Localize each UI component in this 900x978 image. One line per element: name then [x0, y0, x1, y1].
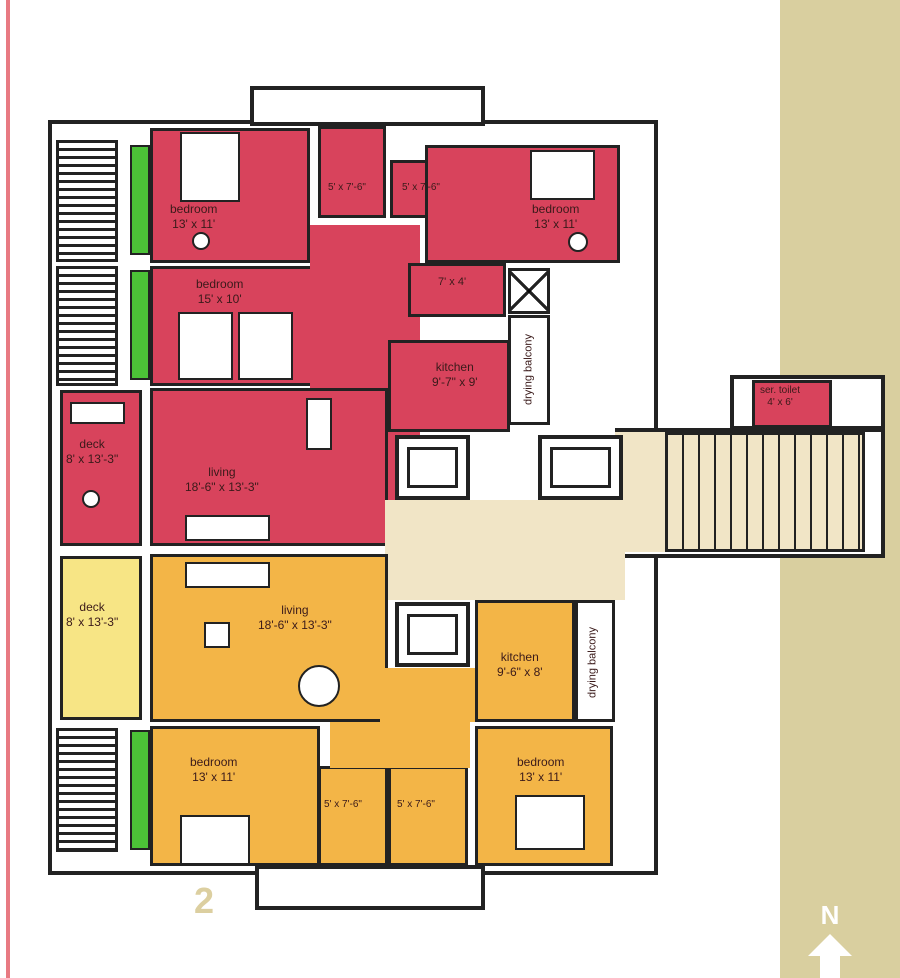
- bed: [515, 795, 585, 850]
- room-service-toilet: [752, 380, 832, 428]
- room-size: 9'-7" x 9': [432, 375, 478, 389]
- label-bath-upper-2: 5' x 7'-6": [402, 182, 440, 193]
- top-projection: [250, 86, 485, 126]
- dining-table: [298, 665, 340, 707]
- room-size: 8' x 13'-3": [66, 615, 119, 629]
- room-name: kitchen: [500, 650, 539, 664]
- balcony-top: [56, 140, 118, 262]
- sofa: [185, 562, 270, 588]
- staircase: [665, 432, 865, 552]
- room-name: living: [208, 465, 236, 479]
- room-deck-lower: [60, 556, 142, 720]
- bottom-projection: [255, 865, 485, 910]
- room-toilet-upper: [408, 263, 506, 317]
- duct: [508, 268, 550, 314]
- planter: [130, 730, 150, 850]
- bed: [180, 132, 240, 202]
- room-size: 9'-6" x 8': [497, 665, 543, 679]
- room-bath-lower-2: [388, 766, 468, 866]
- room-size: 13' x 11': [534, 217, 578, 231]
- bed: [238, 312, 293, 380]
- stool: [192, 232, 210, 250]
- stool: [82, 490, 100, 508]
- room-size: 18'-6" x 13'-3": [258, 618, 332, 632]
- room-size: 13' x 11': [172, 217, 216, 231]
- room-kitchen-lower: [475, 600, 575, 722]
- balcony-bottom: [56, 728, 118, 852]
- room-size: 8' x 13'-3": [66, 452, 119, 466]
- room-name: bedroom: [196, 277, 244, 291]
- planter: [130, 270, 150, 380]
- lower-corridor: [330, 722, 470, 768]
- room-bath-upper-1: [318, 126, 386, 218]
- room-name: kitchen: [435, 360, 474, 374]
- north-label: N: [820, 900, 840, 930]
- room-bath-lower-1: [318, 766, 388, 866]
- lift-1: [395, 435, 470, 500]
- room-name: living: [281, 603, 309, 617]
- label-bath-upper-1: 5' x 7'-6": [328, 182, 366, 193]
- sofa: [185, 515, 270, 541]
- room-name: bedroom: [170, 202, 218, 216]
- room-name: bedroom: [517, 755, 565, 769]
- room-name: ser. toilet: [760, 385, 801, 396]
- deck-seat: [70, 402, 125, 424]
- label-bath-lower-1: 5' x 7'-6": [324, 799, 362, 810]
- lift-3: [395, 602, 470, 667]
- landing: [615, 432, 665, 552]
- room-size: 13' x 11': [519, 770, 563, 784]
- coffee-table: [204, 622, 230, 648]
- room-size: 4' x 6': [767, 397, 793, 408]
- room-size: 13' x 11': [192, 770, 236, 784]
- room-name: bedroom: [190, 755, 238, 769]
- page-edge: [6, 0, 10, 978]
- label-drying-balcony-upper: drying balcony: [522, 334, 535, 405]
- room-size: 18'-6" x 13'-3": [185, 480, 259, 494]
- stool: [568, 232, 588, 252]
- label-bath-lower-2: 5' x 7'-6": [397, 799, 435, 810]
- label-drying-balcony-lower: drying balcony: [586, 627, 599, 698]
- room-name: deck: [79, 437, 105, 451]
- lower-hall: [380, 668, 480, 722]
- room-name: bedroom: [532, 202, 580, 216]
- room-size: 15' x 10': [197, 292, 242, 306]
- balcony-middle: [56, 266, 118, 386]
- lift-2: [538, 435, 623, 500]
- label-toilet-upper: 7' x 4': [438, 276, 467, 288]
- plan-number: 2: [194, 880, 215, 921]
- north-indicator: N: [806, 900, 854, 978]
- lobby: [385, 500, 625, 600]
- drying-balcony-lower: [575, 600, 615, 722]
- bed: [178, 312, 233, 380]
- bed: [180, 815, 250, 865]
- room-name: deck: [79, 600, 105, 614]
- bed: [530, 150, 595, 200]
- room-kitchen-upper: [388, 340, 510, 432]
- north-arrow-icon: [808, 934, 852, 978]
- planter: [130, 145, 150, 255]
- dining-table: [306, 398, 332, 450]
- drying-balcony-upper: [508, 315, 550, 425]
